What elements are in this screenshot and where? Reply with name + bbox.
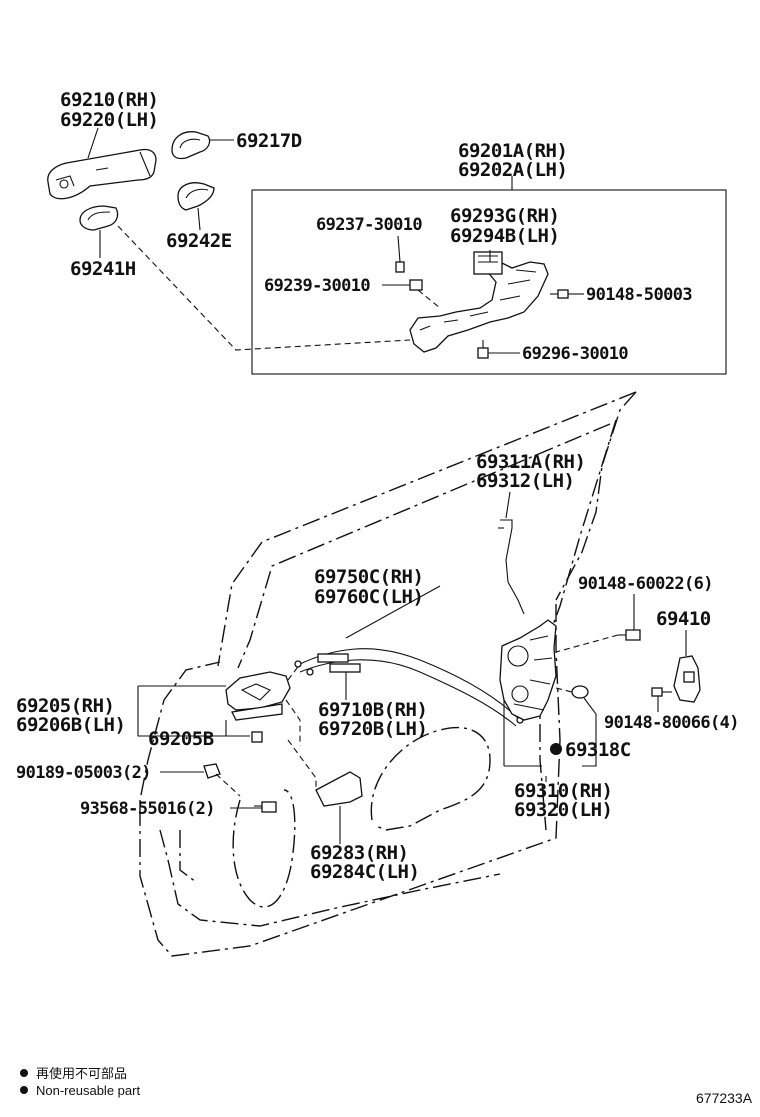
door-lock: [499, 619, 557, 721]
clip-239: [409, 279, 423, 291]
label-rod-rh: 69311A(RH): [476, 451, 585, 473]
label-handle-rh: 69210(RH): [60, 89, 158, 111]
screw-55016: [254, 801, 277, 813]
label-handle-lh: 69220(LH): [60, 109, 158, 131]
handle-pad-e: [177, 182, 215, 211]
cables: [294, 648, 524, 727]
handle-frame: [409, 251, 549, 353]
label-cover-lh: 69284C(LH): [310, 861, 419, 883]
label-inner-lh: 69206B(LH): [16, 714, 125, 736]
reference-number: 677233A: [696, 1090, 753, 1106]
screw-69296: [477, 340, 489, 359]
label-screw-50003: 90148-50003: [586, 285, 692, 305]
label-inner-rh: 69205(RH): [16, 695, 114, 717]
label-screw-80066: 90148-80066(4): [604, 713, 739, 733]
lock-rod: [498, 519, 525, 615]
label-lock-rh: 69310(RH): [514, 780, 612, 802]
label-screw-60022: 90148-60022(6): [578, 574, 713, 594]
legend-dot-en: [20, 1086, 28, 1094]
label-clip-239: 69239-30010: [264, 276, 370, 296]
seal: [571, 685, 589, 699]
label-plate-rh: 69293G(RH): [450, 205, 559, 227]
non-reusable-dot: [550, 743, 562, 755]
door-cover: [315, 771, 363, 807]
frame-subassembly-box: [251, 189, 727, 375]
label-screw-55016: 93568-55016(2): [80, 799, 215, 819]
legend-jp: 再使用不可部品: [36, 1066, 127, 1081]
legend-dot-jp: [20, 1069, 28, 1077]
label-frame-lh: 69202A(LH): [458, 159, 567, 181]
screw-80066: [651, 687, 672, 697]
label-pad-e: 69242E: [166, 230, 232, 252]
label-clip-05003: 90189-05003(2): [16, 763, 151, 783]
label-screw-69296: 69296-30010: [522, 344, 628, 364]
handle-cap: [171, 131, 211, 160]
label-cable-rh: 69750C(RH): [314, 566, 423, 588]
legend: 再使用不可部品 Non-reusable part: [20, 1066, 140, 1098]
label-clip-237: 69237-30010: [316, 215, 422, 235]
label-pad-h: 69241H: [70, 258, 136, 280]
label-frame-rh: 69201A(RH): [458, 140, 567, 162]
inside-handle: [225, 671, 291, 721]
label-cable2-lh: 69720B(LH): [318, 718, 427, 740]
label-cable2-rh: 69710B(RH): [318, 699, 427, 721]
label-cap-d: 69217D: [236, 130, 302, 152]
legend-en: Non-reusable part: [36, 1083, 140, 1098]
screw-60022: [618, 629, 641, 641]
handle-pad-h: [79, 205, 119, 231]
outside-handle: [47, 148, 157, 200]
label-cover-rh: 69283(RH): [310, 842, 408, 864]
label-rod-lh: 69312(LH): [476, 470, 574, 492]
label-cable-lh: 69760C(LH): [314, 586, 423, 608]
striker: [673, 655, 701, 703]
label-inner-b: 69205B: [148, 728, 214, 750]
label-seal: 69318C: [565, 739, 631, 761]
clip-237: [395, 261, 405, 273]
label-striker: 69410: [656, 608, 711, 630]
screw-69205b: [251, 731, 263, 743]
label-plate-lh: 69294B(LH): [450, 225, 559, 247]
screw-50003: [550, 289, 569, 299]
label-lock-lh: 69320(LH): [514, 799, 612, 821]
